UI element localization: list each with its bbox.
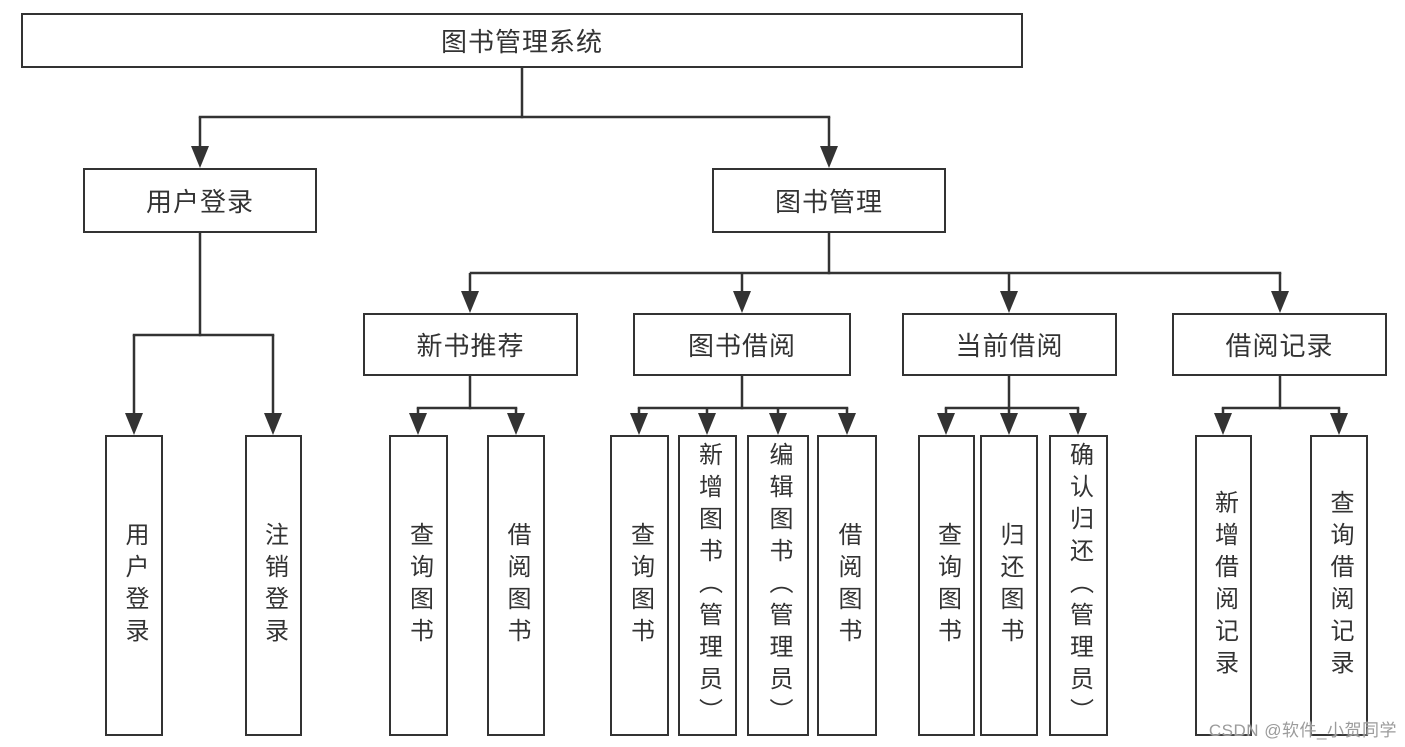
leaf-query-books-2: 查询图书 [610, 435, 669, 736]
node-user-login: 用户登录 [83, 168, 317, 233]
node-label: 用户登录 [145, 187, 254, 217]
leaf-return-books: 归还图书 [980, 435, 1038, 736]
node-label: 归还图书 [996, 521, 1023, 650]
arrowhead-down-icon [698, 413, 716, 435]
node-root-system: 图书管理系统 [21, 13, 1023, 68]
arrowhead-down-icon [630, 413, 648, 435]
arrowhead-down-icon [937, 413, 955, 435]
arrowhead-down-icon [1271, 291, 1289, 313]
arrowhead-down-icon [820, 146, 838, 168]
leaf-borrow-books-1: 借阅图书 [487, 435, 545, 736]
node-label: 查询借阅记录 [1326, 489, 1353, 682]
node-label: 图书借阅 [687, 331, 796, 361]
node-label: 用户登录 [121, 521, 148, 650]
leaf-confirm-return-admin: 确认归还（管理员） [1049, 435, 1108, 736]
node-label: 借阅图书 [503, 521, 530, 650]
leaf-user-login: 用户登录 [105, 435, 163, 736]
node-label: 借阅记录 [1225, 331, 1334, 361]
arrowhead-down-icon [461, 291, 479, 313]
node-borrow-records: 借阅记录 [1172, 313, 1387, 376]
arrowhead-down-icon [1000, 291, 1018, 313]
csdn-watermark: CSDN @软件_小贺同学 [1208, 721, 1397, 740]
leaf-logout: 注销登录 [245, 435, 302, 736]
node-label: 查询图书 [405, 521, 433, 650]
leaf-edit-books-admin: 编辑图书（管理员） [747, 435, 809, 736]
arrowhead-down-icon [769, 413, 787, 435]
arrowhead-down-icon [507, 413, 525, 435]
node-label: 新增借阅记录 [1210, 489, 1238, 682]
node-label: 图书管理系统 [440, 27, 603, 57]
arrowhead-down-icon [191, 146, 209, 168]
node-label: 新增图书（管理员） [694, 441, 722, 730]
arrowhead-down-icon [264, 413, 282, 435]
leaf-add-borrow-record: 新增借阅记录 [1195, 435, 1252, 736]
node-label: 图书管理 [774, 187, 883, 217]
leaf-query-books-1: 查询图书 [389, 435, 448, 736]
arrowhead-down-icon [1214, 413, 1232, 435]
arrowhead-down-icon [1000, 413, 1018, 435]
node-label: 借阅图书 [834, 521, 861, 650]
leaf-query-books-3: 查询图书 [918, 435, 975, 736]
leaf-add-books-admin: 新增图书（管理员） [678, 435, 737, 736]
arrowhead-down-icon [409, 413, 427, 435]
leaf-query-borrow-record: 查询借阅记录 [1310, 435, 1368, 736]
leaf-borrow-books-2: 借阅图书 [817, 435, 877, 736]
node-label: 当前借阅 [955, 331, 1064, 361]
arrowhead-down-icon [838, 413, 856, 435]
node-new-book-recommend: 新书推荐 [363, 313, 578, 376]
arrowhead-down-icon [125, 413, 143, 435]
node-label: 查询图书 [933, 521, 961, 650]
node-label: 注销登录 [260, 521, 288, 650]
node-label: 新书推荐 [416, 331, 525, 361]
node-label: 确认归还（管理员） [1065, 441, 1093, 730]
node-current-borrow: 当前借阅 [902, 313, 1117, 376]
arrowhead-down-icon [733, 291, 751, 313]
node-book-management: 图书管理 [712, 168, 946, 233]
node-label: 查询图书 [626, 521, 654, 650]
node-book-borrow: 图书借阅 [633, 313, 851, 376]
node-label: 编辑图书（管理员） [765, 441, 792, 730]
arrowhead-down-icon [1330, 413, 1348, 435]
arrowhead-down-icon [1069, 413, 1087, 435]
